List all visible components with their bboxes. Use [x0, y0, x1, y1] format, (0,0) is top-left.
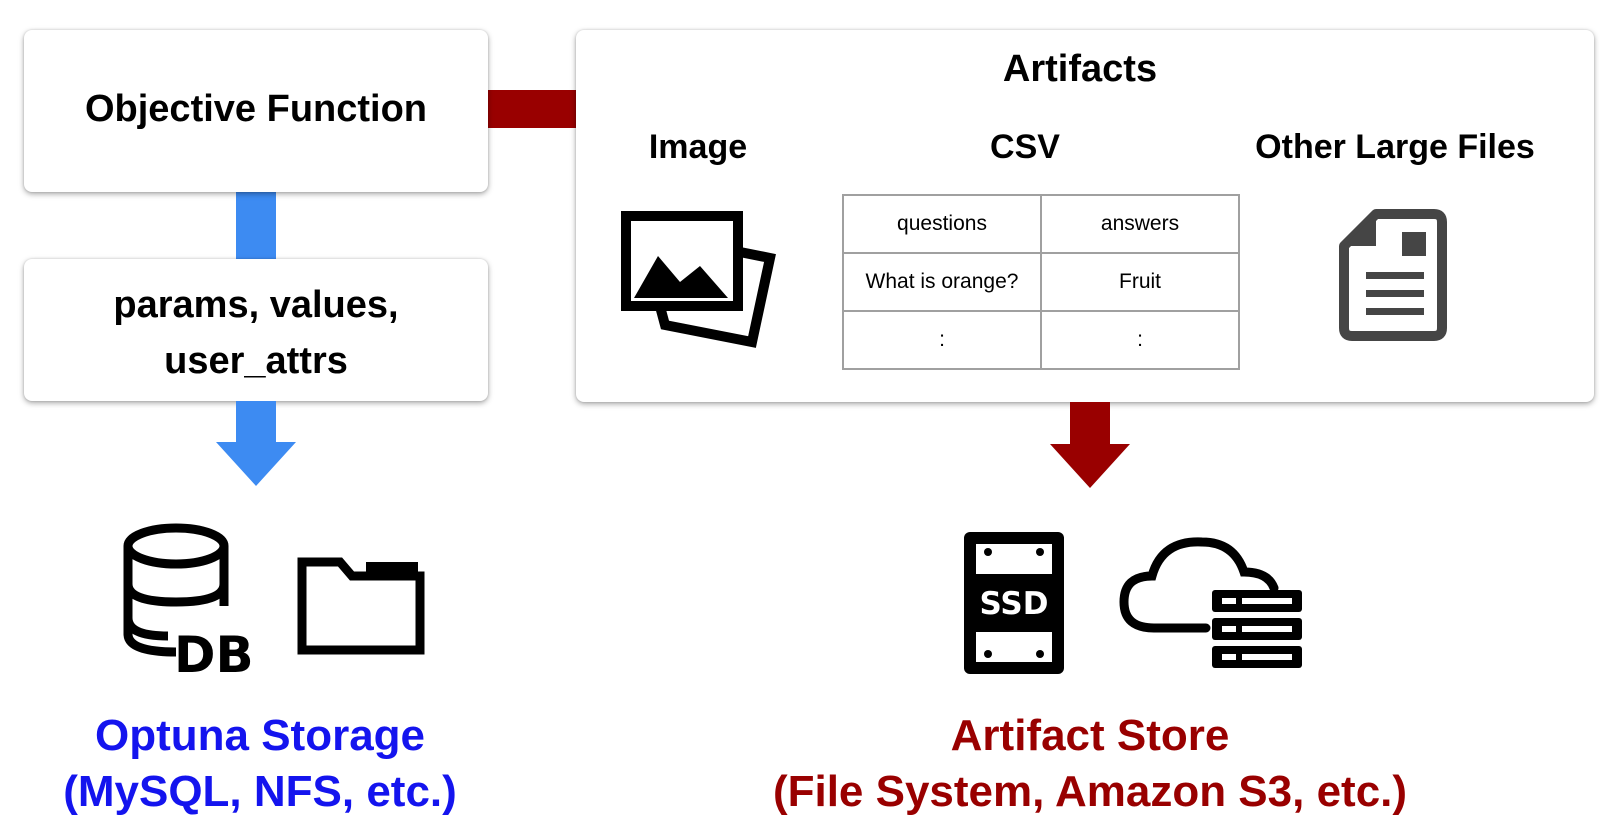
- image-icon: [621, 211, 776, 348]
- objective-params-connector: [236, 192, 276, 259]
- cloud-server-icon: [1119, 537, 1302, 668]
- other-files-section-label: Other Large Files: [1255, 128, 1535, 166]
- folder-icon: [297, 557, 425, 655]
- image-section-label: Image: [648, 128, 748, 166]
- objective-function-box: Objective Function: [24, 30, 488, 192]
- objective-function-label: Objective Function: [84, 88, 428, 130]
- csv-table: questions answers What is orange? Fruit …: [842, 194, 1240, 370]
- artifact-store-line1: Artifact Store: [950, 711, 1230, 760]
- blue-arrow-shape: [216, 401, 296, 486]
- artifacts-title: Artifacts: [1002, 48, 1158, 90]
- csv-cell: What is orange?: [842, 252, 1042, 312]
- red-arrow-shape: [1050, 402, 1130, 488]
- artifact-store-line2: (File System, Amazon S3, etc.): [772, 767, 1408, 816]
- ssd-icon: SSD: [964, 532, 1064, 674]
- table-row: What is orange? Fruit: [842, 252, 1240, 312]
- optuna-storage-line1: Optuna Storage: [94, 711, 426, 760]
- db-icon-text: DB: [174, 626, 254, 684]
- ssd-icon-text: SSD: [980, 586, 1049, 622]
- csv-header-questions: questions: [842, 194, 1042, 254]
- csv-cell: :: [1040, 310, 1240, 370]
- params-values-box: params, values, user_attrs: [24, 259, 488, 401]
- document-icon: [1339, 209, 1447, 341]
- database-icon: DB: [123, 523, 254, 684]
- params-label-line1: params, values,: [113, 284, 399, 326]
- csv-section-label: CSV: [990, 128, 1060, 166]
- params-label: params, values, user_attrs: [24, 277, 488, 389]
- optuna-storage-title: Optuna Storage (MySQL, NFS, etc.): [20, 708, 500, 820]
- objective-artifacts-connector: [488, 90, 576, 128]
- optuna-storage-line2: (MySQL, NFS, etc.): [63, 767, 457, 816]
- params-label-line2: user_attrs: [164, 340, 348, 382]
- csv-header-row: questions answers: [842, 194, 1240, 254]
- csv-cell: :: [842, 310, 1042, 370]
- artifact-store-title: Artifact Store (File System, Amazon S3, …: [700, 708, 1480, 820]
- csv-cell: Fruit: [1040, 252, 1240, 312]
- table-row: : :: [842, 310, 1240, 370]
- csv-header-answers: answers: [1040, 194, 1240, 254]
